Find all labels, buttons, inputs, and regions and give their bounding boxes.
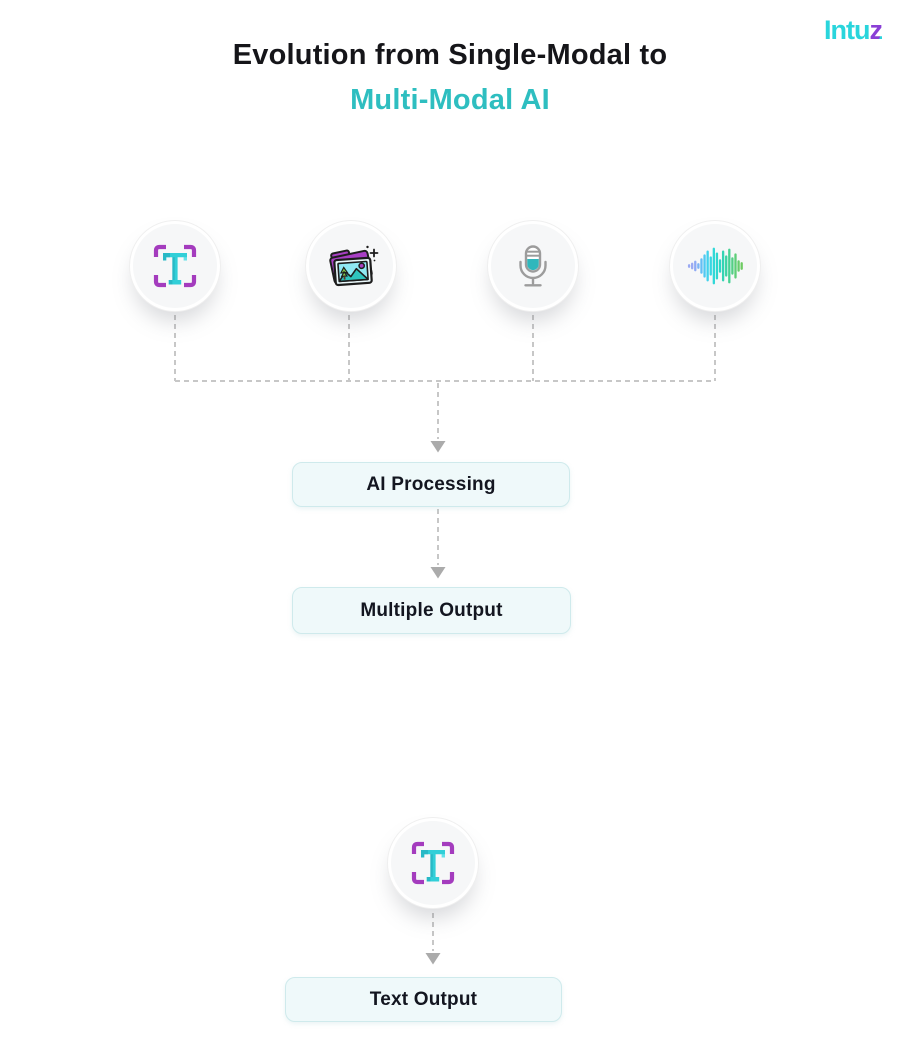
audio-waveform-icon	[686, 247, 744, 285]
ai-processing-label: AI Processing	[366, 473, 496, 495]
text-icon	[411, 841, 455, 885]
title-line-1: Evolution from Single-Modal to	[232, 39, 668, 71]
single-modal-circle-text	[388, 818, 478, 908]
modality-circle-image	[306, 221, 396, 311]
text-output-box: Text Output	[285, 977, 562, 1022]
intuz-logo: Intuz	[824, 14, 883, 46]
modality-circle-text	[130, 221, 220, 311]
page-title: Evolution from Single-Modal to Multi-Mod…	[0, 33, 900, 123]
multiple-output-label: Multiple Output	[360, 599, 503, 621]
modality-circle-voice	[488, 221, 578, 311]
multiple-output-box: Multiple Output	[292, 587, 571, 634]
logo-text-accent: z	[869, 15, 883, 45]
modality-circle-audio	[670, 221, 760, 311]
ai-processing-box: AI Processing	[292, 462, 570, 507]
text-output-label: Text Output	[369, 988, 478, 1010]
title-line-2: Multi-Modal AI	[350, 84, 550, 116]
image-icon	[329, 245, 379, 287]
logo-text-main: Intu	[824, 15, 870, 45]
microphone-icon	[519, 245, 547, 287]
text-icon	[153, 244, 197, 288]
